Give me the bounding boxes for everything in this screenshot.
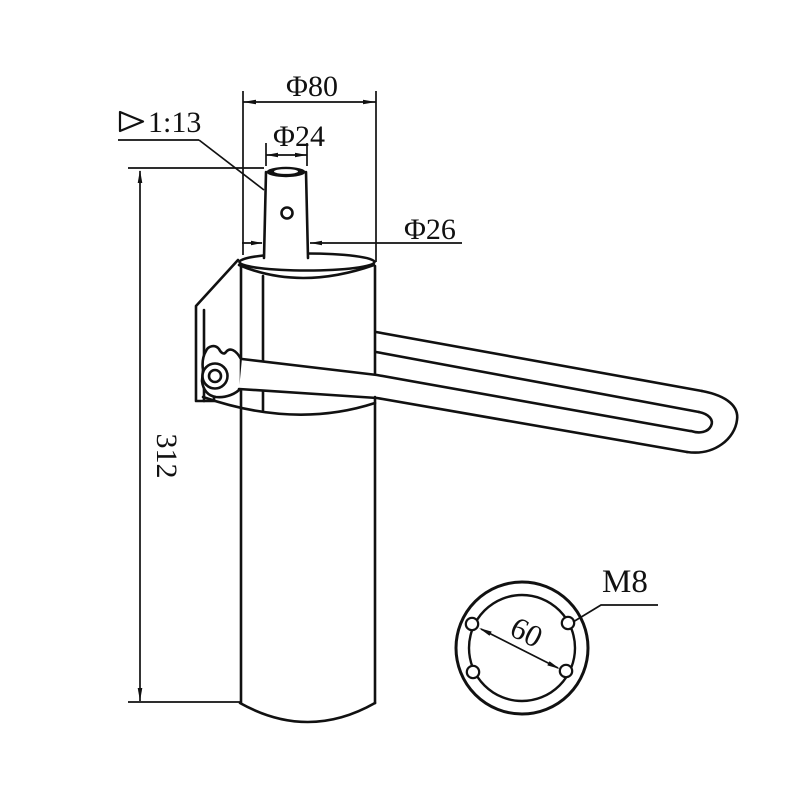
column-bottom-arc bbox=[238, 701, 377, 724]
phi26-arrow-left bbox=[251, 240, 263, 246]
thread-leader bbox=[572, 604, 658, 623]
handle-slot-end-curve bbox=[689, 410, 714, 434]
bottom-view-inner-circle bbox=[467, 593, 577, 703]
phi80-arrow-right bbox=[363, 99, 376, 105]
phi80-label: Φ80 bbox=[286, 70, 338, 103]
spindle-pin-hole bbox=[280, 206, 294, 220]
dimension-height-312: 312 bbox=[128, 167, 264, 703]
handle-end-curve bbox=[685, 389, 739, 454]
dimension-phi24: Φ24 bbox=[265, 120, 325, 166]
collar-bottom-arc bbox=[201, 395, 377, 416]
taper-annotation: 1:13 bbox=[118, 106, 265, 191]
bolt-hole-bottom-right bbox=[558, 663, 574, 679]
dimensions: Φ80 Φ24 Φ26 1:13 bbox=[118, 70, 462, 703]
phi80-arrow-left bbox=[243, 99, 256, 105]
phi26-label: Φ26 bbox=[404, 213, 456, 246]
spindle-body-fill bbox=[264, 170, 308, 260]
thread-annotation-m8: M8 bbox=[572, 564, 658, 623]
bottom-view: 60 M8 bbox=[454, 564, 658, 716]
handle-outer-top-edge bbox=[374, 330, 704, 393]
main-view bbox=[194, 166, 739, 724]
handle-lever bbox=[237, 330, 739, 454]
handle-front-fill bbox=[239, 358, 378, 398]
taper-label: 1:13 bbox=[148, 106, 201, 139]
phi26-arrow-right bbox=[310, 240, 322, 246]
taper-icon bbox=[118, 110, 145, 133]
bolt-hole-top-left bbox=[464, 616, 480, 632]
bottom-view-outer-circle bbox=[454, 580, 590, 716]
clamp-bolt-center bbox=[207, 368, 223, 384]
spindle-right-edge bbox=[304, 170, 310, 260]
height-label: 312 bbox=[150, 434, 183, 479]
column bbox=[201, 262, 377, 724]
handle-outer-bottom-edge bbox=[237, 387, 689, 454]
handle-right-fill bbox=[376, 332, 738, 453]
bolt-circle-arrow-lower bbox=[547, 661, 560, 669]
phi24-arrow-right bbox=[295, 152, 307, 158]
phi24-arrow-left bbox=[266, 152, 278, 158]
taper-leader bbox=[198, 139, 265, 191]
phi24-label: Φ24 bbox=[273, 120, 325, 153]
bolt-hole-bottom-left bbox=[465, 664, 481, 680]
bolt-circle-dim-line bbox=[480, 628, 559, 669]
dimension-phi80: Φ80 bbox=[242, 70, 377, 262]
handle-inner-top-edge bbox=[374, 350, 701, 414]
bolt-hole-top-right bbox=[560, 615, 576, 631]
spindle-left-edge bbox=[262, 170, 268, 260]
spindle-top-bore bbox=[274, 169, 298, 174]
top-rim-lip-arc bbox=[237, 263, 376, 280]
clamp-cam-bolt bbox=[200, 344, 243, 399]
bolt-circle-arrow-upper bbox=[479, 628, 492, 636]
height-arrow-bottom bbox=[137, 688, 143, 701]
handle-inner-bottom-edge bbox=[240, 357, 692, 433]
bracket-outline bbox=[194, 258, 240, 403]
thread-label: M8 bbox=[602, 564, 648, 600]
dimension-phi26: Φ26 bbox=[242, 213, 462, 246]
spindle bbox=[262, 166, 310, 260]
height-arrow-top bbox=[137, 170, 143, 183]
